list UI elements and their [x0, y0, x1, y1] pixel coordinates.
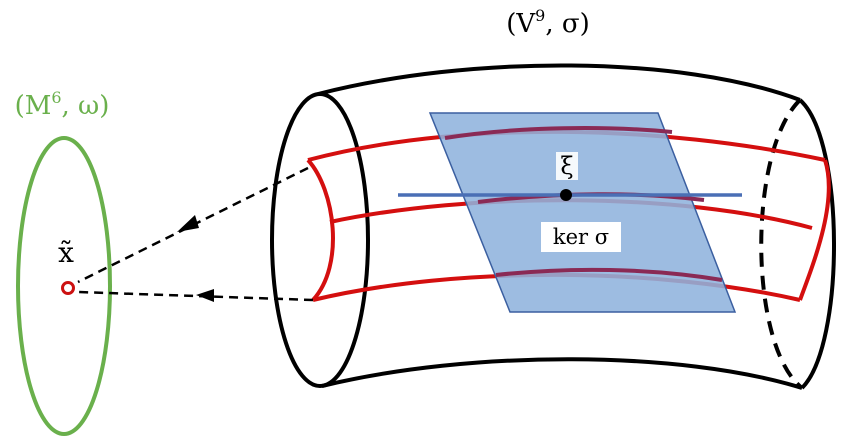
total-space-cylinder — [270, 63, 836, 390]
base-manifold-label-rest: , ω) — [62, 91, 110, 121]
projection-arrow-upper-head — [177, 215, 199, 232]
projection-arrow-lower-head — [196, 289, 214, 302]
projection-arrow-lower-line — [77, 290, 314, 302]
cylinder-left-end — [270, 92, 370, 388]
cylinder-bottom-outline — [321, 357, 803, 390]
xi-label: ξ — [560, 152, 573, 180]
projection-arrows — [77, 166, 314, 302]
base-manifold-label-sup: 6 — [51, 88, 61, 107]
xi-label-background — [556, 152, 578, 180]
base-manifold-ellipse — [16, 136, 112, 436]
kernel-label: ker σ — [553, 225, 609, 249]
xi-point — [560, 189, 572, 201]
cylinder-top-outline — [317, 63, 801, 102]
point-marker — [61, 281, 75, 295]
total-space-label-sup: 9 — [535, 6, 545, 25]
point-label: x̃ — [58, 236, 74, 269]
cylinder-right-end-back — [759, 98, 804, 390]
cylinder-right-end-front — [798, 98, 836, 390]
kernel-plane — [428, 112, 737, 313]
fiber-top-through-plane — [444, 126, 673, 140]
base-manifold-label-base: (M — [15, 91, 52, 121]
fiber-left-edge — [306, 158, 335, 302]
total-space-label-rest: , σ) — [545, 9, 589, 39]
total-space-label: (V9, σ) — [506, 6, 590, 39]
fiber-bottom-through-plane — [495, 267, 723, 282]
fiber-right-edge — [798, 159, 831, 301]
kernel-label-background — [541, 222, 621, 252]
base-manifold-label: (M6, ω) — [15, 88, 110, 121]
total-space-label-base: (V — [506, 9, 536, 39]
